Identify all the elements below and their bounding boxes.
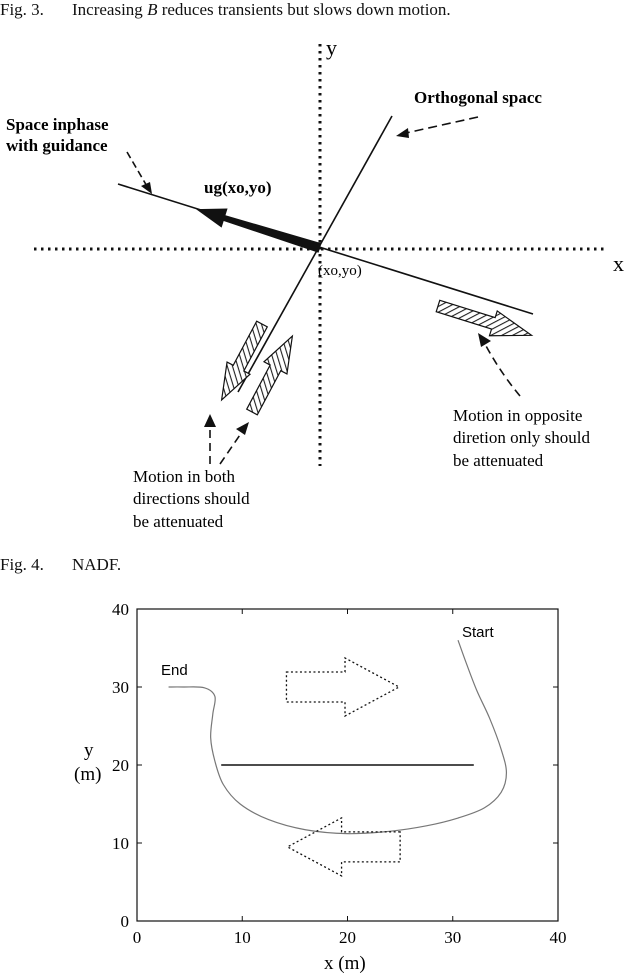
both-label-line2: directions should — [133, 489, 250, 508]
opposite-motion-arrow — [435, 299, 534, 337]
opposite-label-line1: Motion in opposite — [453, 406, 582, 425]
y-tick-label: 0 — [121, 912, 130, 931]
opposite-callout-arrow — [478, 333, 521, 397]
orthogonal-line — [237, 115, 393, 393]
both-label-line1: Motion in both — [133, 467, 236, 486]
fig3-caption-pre: Increasing — [72, 0, 143, 19]
diagram-y-label: y — [326, 35, 337, 60]
opposite-label-line3: be attenuated — [453, 451, 544, 470]
fig3-caption: Fig. 3. Increasing B reduces transients b… — [0, 0, 451, 20]
fig3-number: Fig. 3. — [0, 0, 44, 19]
start-label: Start — [462, 624, 495, 641]
opposite-label-line2: diretion only should — [453, 428, 590, 447]
orthogonal-callout-arrow — [396, 116, 479, 138]
fig4-caption-text: NADF. — [72, 555, 122, 574]
dotted-arrow-right — [285, 656, 401, 718]
y-axis-label-line1: y — [84, 740, 94, 761]
y-tick-label: 30 — [112, 678, 129, 697]
fig4-number: Fig. 4. — [0, 555, 44, 574]
guidance-line — [117, 183, 534, 315]
orthogonal-motion-arrow-down — [220, 320, 269, 402]
y-axis-label-line2: (m) — [74, 764, 101, 785]
fig4-caption: Fig. 4. NADF. — [0, 555, 121, 575]
x-tick-label: 0 — [133, 928, 142, 947]
y-tick-label: 10 — [112, 834, 129, 853]
nadf-diagram: y x Orthogonal spacc Space inphase with … — [6, 35, 624, 531]
x-tick-label: 20 — [339, 928, 356, 947]
both-label-line3: be attenuated — [133, 512, 224, 531]
both-callout-arrows — [204, 414, 249, 465]
origin-label: (xo,yo) — [318, 263, 362, 279]
x-tick-label: 10 — [234, 928, 251, 947]
inphase-label-line2: with guidance — [6, 136, 108, 155]
orthogonal-motion-arrow-up — [245, 334, 294, 416]
y-tick-label: 20 — [112, 756, 129, 775]
ug-label: ug(xo,yo) — [204, 178, 272, 197]
guidance-arrow — [195, 208, 322, 253]
fig3-caption-post: reduces transients but slows down motion… — [161, 0, 451, 19]
x-tick-label: 40 — [550, 928, 567, 947]
x-tick-label: 30 — [444, 928, 461, 947]
inphase-label-line1: Space inphase — [6, 115, 109, 134]
dotted-arrow-left — [286, 816, 401, 877]
fig3-caption-variable: B — [147, 0, 158, 19]
trajectory-line — [168, 639, 508, 835]
diagram-x-label: x — [613, 251, 624, 276]
x-axis-label: x (m) — [324, 953, 366, 973]
y-tick-label: 40 — [112, 600, 129, 619]
inphase-callout-arrow — [126, 151, 152, 194]
orthogonal-space-label: Orthogonal spacc — [414, 88, 542, 107]
end-label: End — [161, 662, 188, 679]
